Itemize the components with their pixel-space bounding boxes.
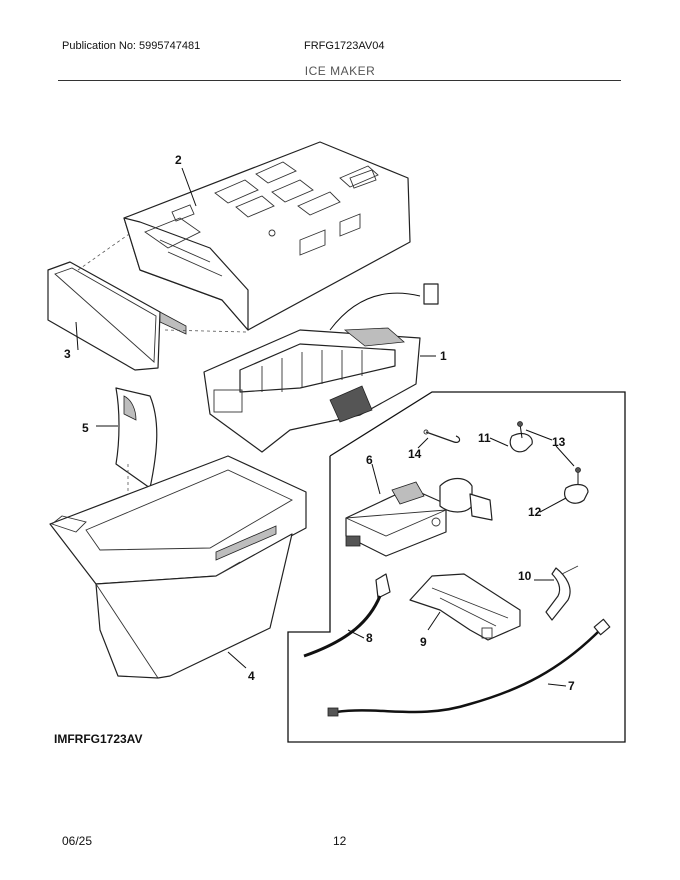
callout-8: 8 <box>366 631 373 645</box>
leader-11 <box>489 437 509 447</box>
leader-7 <box>547 683 567 687</box>
callout-13: 13 <box>552 435 566 449</box>
leader-8 <box>347 629 365 639</box>
panel-guide-line <box>164 329 247 333</box>
ice-maker-assembly[interactable] <box>203 283 439 453</box>
ice-bucket[interactable] <box>49 455 307 679</box>
footer-date: 06/25 <box>62 834 93 848</box>
water-valve[interactable] <box>345 477 493 557</box>
callout-5: 5 <box>82 421 89 435</box>
mounting-screw-lower[interactable] <box>575 467 581 485</box>
inset-frame <box>287 391 626 743</box>
page-number: 12 <box>333 834 347 848</box>
mounting-screw-upper[interactable] <box>517 421 523 439</box>
leader-3 <box>75 321 79 351</box>
callout-10: 10 <box>518 569 532 583</box>
leader-13 <box>525 429 553 441</box>
front-panel[interactable] <box>47 261 187 371</box>
hose-clamp-lower[interactable] <box>564 483 589 504</box>
ice-maker-cover[interactable] <box>123 141 411 331</box>
leader-13b <box>555 445 575 467</box>
panel-guide-line <box>77 231 133 271</box>
diagram-id: IMFRFG1723AV <box>54 732 143 746</box>
leader-9 <box>427 611 441 631</box>
mounting-plate[interactable] <box>409 573 521 641</box>
leader-14 <box>417 437 429 449</box>
header-rule <box>58 80 621 81</box>
callout-7: 7 <box>568 679 575 693</box>
wire-clip[interactable] <box>423 429 461 443</box>
valve-bracket[interactable] <box>545 565 579 621</box>
ice-deflector[interactable] <box>115 387 158 489</box>
callout-2: 2 <box>175 153 182 167</box>
hose-clamp-upper[interactable] <box>509 432 533 453</box>
callout-11: 11 <box>478 431 491 445</box>
model-number: FRFG1723AV04 <box>304 40 385 52</box>
fill-tube[interactable] <box>303 573 391 658</box>
callout-14: 14 <box>408 447 422 461</box>
leader-4 <box>227 651 247 669</box>
callout-1: 1 <box>440 349 447 363</box>
section-title: ICE MAKER <box>304 64 376 78</box>
callout-9: 9 <box>420 635 427 649</box>
leader-12 <box>539 497 567 513</box>
callout-3: 3 <box>64 347 71 361</box>
leader-2 <box>181 167 197 207</box>
publication-number: Publication No: 5995747481 <box>62 40 201 52</box>
callout-4: 4 <box>248 669 255 683</box>
leader-6 <box>371 463 381 495</box>
callout-6: 6 <box>366 453 373 467</box>
callout-12: 12 <box>528 505 542 519</box>
water-line[interactable] <box>327 618 611 717</box>
